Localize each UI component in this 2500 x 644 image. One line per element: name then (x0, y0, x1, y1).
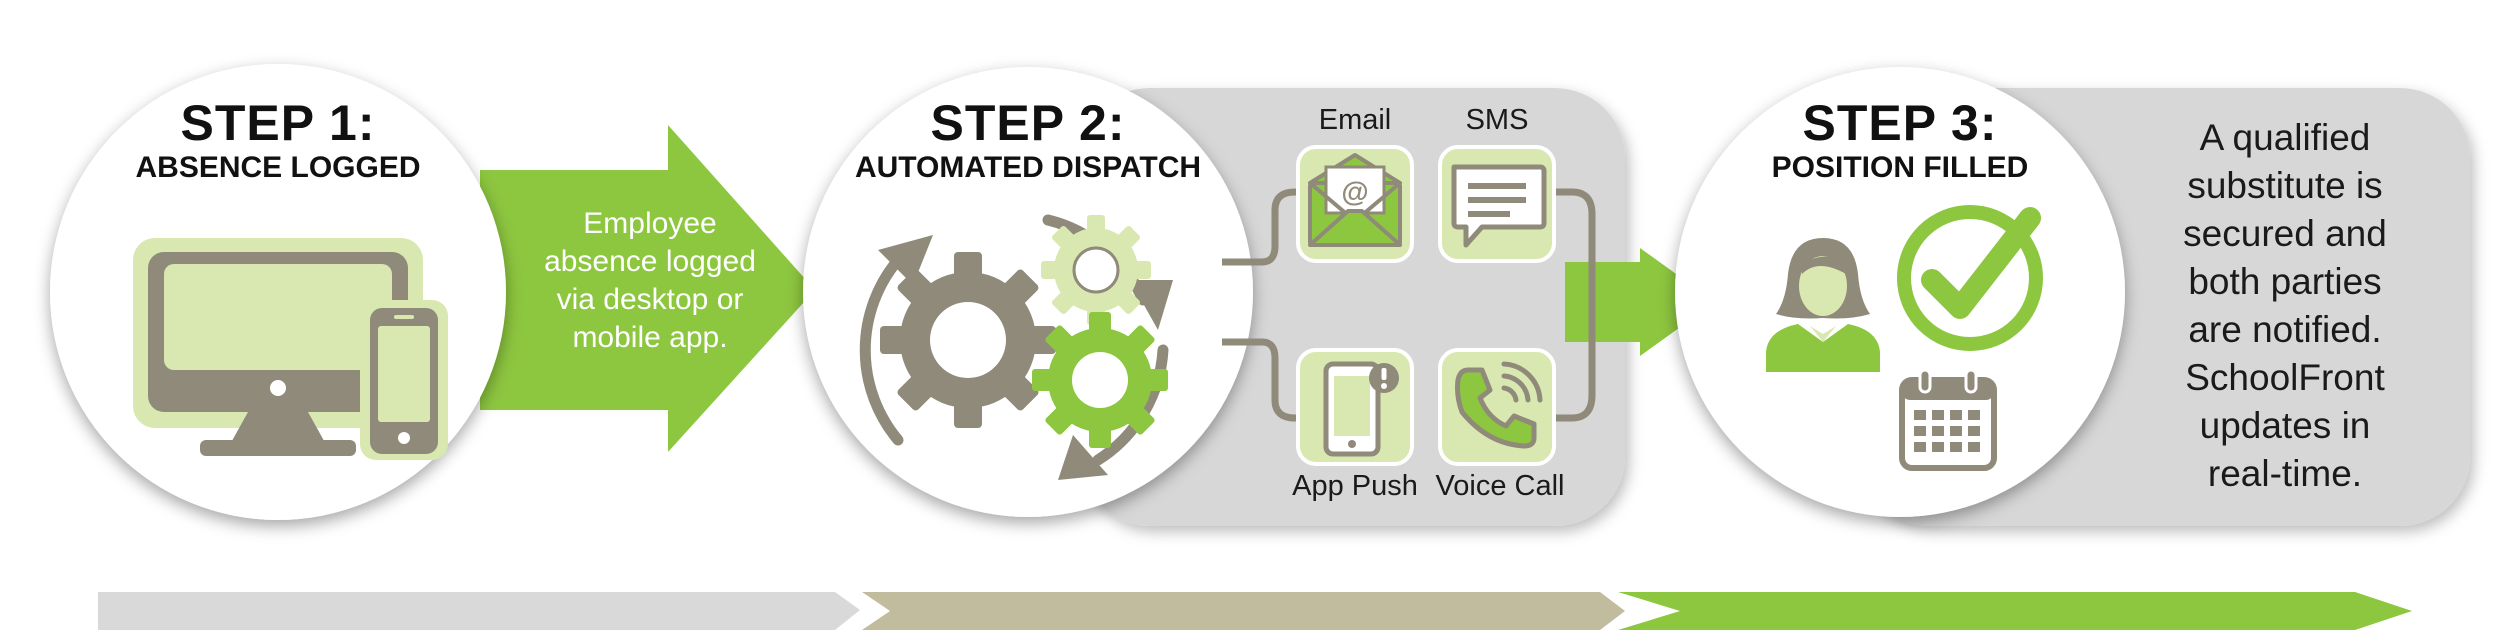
channel-label-sms: SMS (1465, 104, 1529, 136)
smartphone-icon (360, 300, 448, 460)
result-text-line: secured and (2183, 213, 2387, 254)
desktop-monitor-icon (133, 238, 423, 456)
arrow-text-line: mobile app. (572, 321, 728, 354)
app-push-icon (1296, 348, 1414, 466)
channel-label-email: Email (1318, 104, 1392, 136)
result-text-line: are notified. (2188, 309, 2382, 350)
progress-segment-1 (98, 592, 860, 630)
step2-title: STEP 2: AUTOMATED DISPATCH (838, 96, 1218, 186)
channel-connectors (1222, 188, 1596, 422)
step2-subtitle: AUTOMATED DISPATCH (854, 151, 1202, 184)
channel-label-voice-call: Voice Call (1435, 470, 1565, 502)
step1-subtitle: ABSENCE LOGGED (135, 151, 421, 184)
result-text-line: updates in (2199, 405, 2371, 446)
check-icon (1897, 205, 2043, 351)
step3-subtitle: POSITION FILLED (1771, 151, 2029, 184)
progress-segment-2 (862, 592, 1625, 630)
arrow-step1-to-step2 (480, 125, 815, 452)
result-text-line: SchoolFront (2185, 357, 2385, 398)
calendar-icon (1899, 368, 1997, 471)
step2-number: STEP 2: (930, 95, 1126, 151)
step1-number: STEP 1: (180, 95, 376, 151)
phone-call-icon (1438, 348, 1556, 466)
person-icon (1766, 238, 1880, 372)
sms-icon (1438, 145, 1556, 263)
result-description: A qualified substitute is secured and bo… (2150, 114, 2420, 498)
arrow-text-line: via desktop or (556, 283, 744, 316)
progress-segment-3 (1618, 592, 2412, 630)
arrow-description: Employee absence logged via desktop or m… (520, 205, 780, 357)
arrow-text-line: Employee (583, 207, 717, 240)
step3-title: STEP 3: POSITION FILLED (1740, 96, 2060, 186)
result-text-line: real-time. (2207, 453, 2363, 494)
gears-icon (859, 214, 1173, 480)
step1-title: STEP 1: ABSENCE LOGGED (98, 96, 458, 186)
step3-number: STEP 3: (1802, 95, 1998, 151)
channel-label-app-push: App Push (1292, 470, 1418, 502)
svg-text:@: @ (1341, 176, 1368, 207)
result-text-line: A qualified (2199, 117, 2371, 158)
result-text-line: both parties (2188, 261, 2382, 302)
email-icon: @ (1296, 145, 1414, 263)
arrow-text-line: absence logged (544, 245, 756, 278)
result-text-line: substitute is (2187, 165, 2383, 206)
